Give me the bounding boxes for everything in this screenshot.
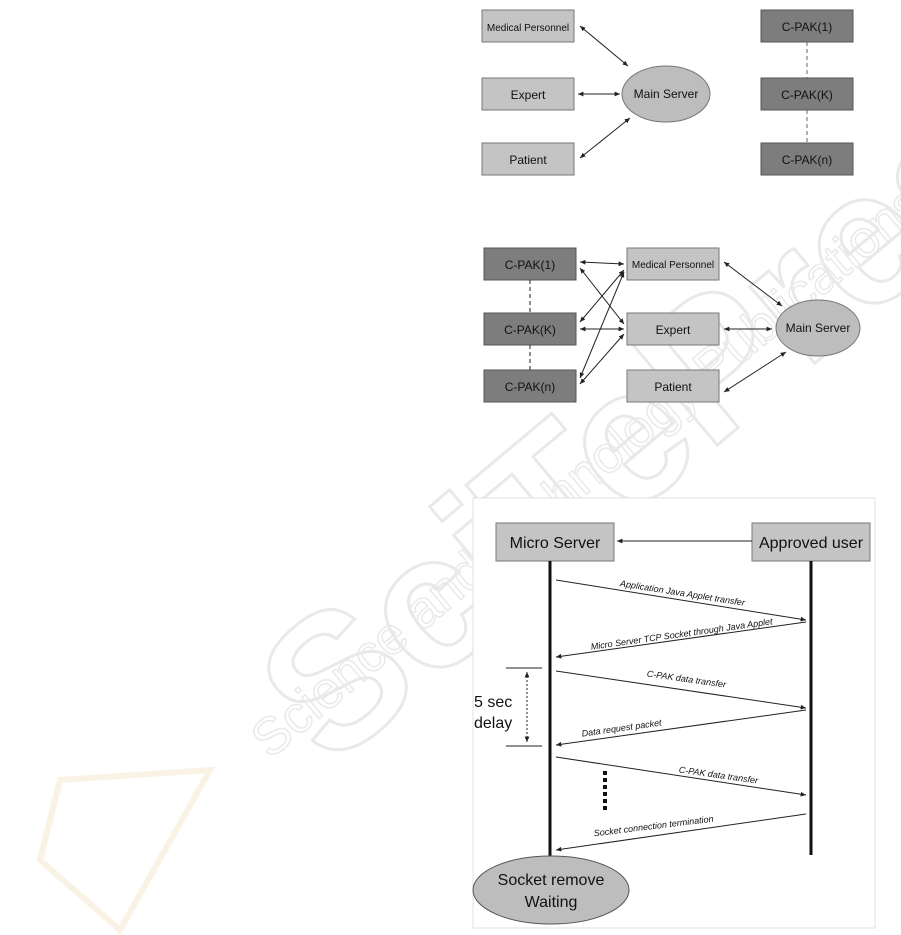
box-medical-personnel-label: Medical Personnel: [487, 23, 569, 34]
box2-cpak-k: [483, 312, 577, 346]
delay-label-line-1: 5 sec: [474, 694, 512, 711]
main-server2-node: [775, 299, 861, 357]
box-patient-label: Patient: [509, 153, 547, 167]
main-server-label: Main Server: [634, 87, 699, 101]
watermark-logo: [36, 766, 216, 935]
link2-patient-server: [723, 351, 787, 393]
box-cpak-1: [760, 9, 854, 43]
diagram-1: Medical Personnel Expert Patient Main Se…: [481, 9, 854, 176]
box2-cpak-k-label: C-PAK(K): [504, 323, 556, 337]
link-medical-server: [579, 25, 629, 67]
message-arrow-2: [555, 621, 807, 659]
box2-expert: [626, 312, 720, 346]
link-cpakn-expert: [579, 333, 625, 385]
message-arrow-4: [555, 709, 807, 747]
message-arrow-1: [555, 579, 807, 622]
box-expert-label: Expert: [511, 88, 546, 102]
box-cpak-k: [760, 77, 854, 111]
micro-server-box: [495, 522, 615, 562]
end-state-label-line-2: Waiting: [525, 894, 578, 911]
approved-user-box: [751, 522, 871, 562]
message-arrow-3: [555, 670, 807, 710]
box2-cpak-1: [483, 247, 577, 281]
box-cpak-n: [760, 142, 854, 176]
box-patient: [481, 142, 575, 176]
box2-cpak-n-label: C-PAK(n): [505, 380, 555, 394]
main-server2-label: Main Server: [786, 321, 851, 335]
approved-user-label: Approved user: [759, 535, 864, 552]
link-cpak1-medical: [579, 259, 625, 267]
box2-patient-label: Patient: [654, 380, 692, 394]
box-medical-personnel: [481, 9, 575, 43]
box-cpak-n-label: C-PAK(n): [782, 153, 832, 167]
link2-medical-server: [723, 261, 783, 307]
box-expert: [481, 77, 575, 111]
box2-cpak-1-label: C-PAK(1): [505, 258, 555, 272]
box2-patient: [626, 369, 720, 403]
delay-label-line-2: delay: [474, 715, 512, 732]
micro-server-label: Micro Server: [510, 535, 601, 552]
box2-expert-label: Expert: [656, 323, 691, 337]
message-arrow-5: [555, 756, 807, 797]
main-server-node: [621, 65, 711, 123]
sequence-diagram: Micro Server Approved user Application J…: [472, 497, 876, 929]
box-cpak-k-label: C-PAK(K): [781, 88, 833, 102]
box2-cpak-n: [483, 369, 577, 403]
box2-medical-personnel-label: Medical Personnel: [632, 260, 714, 271]
diagram-2: C-PAK(1) C-PAK(K) C-PAK(n) Medical Perso…: [483, 247, 861, 403]
end-state-label-line-1: Socket remove: [498, 872, 605, 889]
end-state-node: [472, 855, 630, 925]
link-patient-server: [579, 117, 631, 159]
message-arrow-6: [555, 813, 807, 852]
box2-medical-personnel: [626, 247, 720, 281]
box-cpak-1-label: C-PAK(1): [782, 20, 832, 34]
